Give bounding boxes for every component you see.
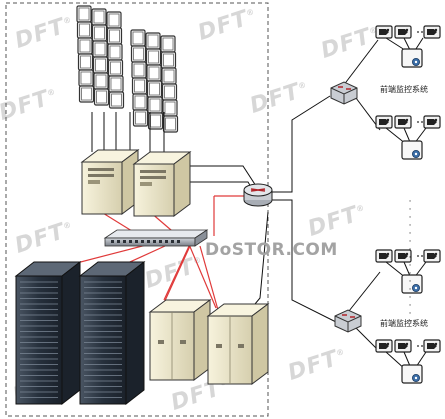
monitor-icon (160, 35, 176, 53)
monitor-icon (147, 96, 163, 114)
brand-watermark: DoSTOR.COM (205, 240, 338, 260)
ellipsis-dot: · (408, 245, 412, 255)
network-switch-icon (103, 229, 209, 247)
monitor-icon (132, 109, 149, 127)
ellipsis-dot: · (408, 237, 412, 247)
monitor-icon (108, 91, 125, 109)
center-boundary (5, 2, 269, 417)
camera-icon (423, 25, 441, 39)
server-icon (80, 149, 140, 215)
monitor-icon (77, 37, 93, 55)
ellipsis-dot: · (408, 261, 412, 271)
monitor-icon (147, 112, 164, 130)
monitor-icon (162, 115, 179, 133)
monitor-icon (130, 45, 147, 63)
router-icon (243, 183, 273, 207)
router-icon (330, 81, 358, 105)
monitor-icon (106, 11, 122, 29)
camera-icon (375, 115, 393, 129)
ellipsis-dot: · (408, 197, 412, 207)
ellipsis-dot: · (408, 229, 412, 239)
wall-cables (91, 112, 165, 152)
camera-icon (375, 339, 393, 353)
monitor-icon (91, 8, 107, 26)
camera-icon (394, 25, 412, 39)
camera-icon (423, 339, 441, 353)
monitor-icon (146, 80, 163, 98)
monitor-icon (132, 93, 148, 111)
site-label: 前端监控系统 (380, 85, 428, 94)
ellipsis-dot: · (408, 317, 412, 327)
ellipsis-dot: · (408, 253, 412, 263)
camera-icon (423, 249, 441, 263)
storage-rack-icon (14, 260, 82, 406)
camera-icon (375, 249, 393, 263)
storage-rack-icon (78, 260, 146, 406)
ellipsis-dot: · (408, 269, 412, 279)
monitor-icon (92, 56, 109, 74)
monitor-icon (130, 29, 146, 47)
camera-icon (394, 339, 412, 353)
storage-cabinet-icon (148, 299, 212, 381)
camera-icon (394, 115, 412, 129)
ellipsis-dot: · (408, 213, 412, 223)
monitor-icon (108, 75, 124, 93)
monitor-icon (107, 59, 124, 77)
ellipsis-dot: · (408, 301, 412, 311)
site-label: 前端监控系统 (380, 319, 428, 328)
monitor-icon (162, 99, 178, 117)
ellipsis-dot: · (408, 221, 412, 231)
ellipsis-dot: · (408, 277, 412, 287)
camera-ellipsis (417, 31, 423, 347)
server-icon (132, 151, 192, 217)
monitor-icon (91, 24, 108, 42)
ellipsis-dot: · (408, 285, 412, 295)
monitor-icon (93, 72, 109, 90)
encoder-icon (401, 274, 423, 294)
encoder-icon (401, 140, 423, 160)
monitor-icon (78, 85, 95, 103)
ellipsis: ················ (408, 197, 412, 327)
monitor-icon (145, 32, 161, 50)
monitor-icon (146, 64, 162, 82)
ellipsis-dot: · (408, 293, 412, 303)
monitor-icon (131, 77, 148, 95)
monitor-icon (107, 43, 123, 61)
monitor-icon (92, 40, 108, 58)
encoder-icon (401, 364, 423, 384)
monitor-icon (106, 27, 123, 45)
encoder-icon (401, 48, 423, 68)
monitor-icon (161, 67, 177, 85)
monitor-icon (145, 48, 162, 66)
camera-icon (423, 115, 441, 129)
monitor-icon (160, 51, 177, 69)
monitor-icon (76, 5, 92, 23)
ellipsis-dot: · (408, 309, 412, 319)
monitor-icon (161, 83, 178, 101)
monitor-icon (77, 53, 94, 71)
storage-cabinet-icon (206, 303, 270, 385)
monitor-icon (131, 61, 147, 79)
monitor-icon (76, 21, 93, 39)
ellipsis-dot: · (408, 205, 412, 215)
monitor-icon (93, 88, 110, 106)
monitor-icon (78, 69, 94, 87)
camera-icon (375, 25, 393, 39)
